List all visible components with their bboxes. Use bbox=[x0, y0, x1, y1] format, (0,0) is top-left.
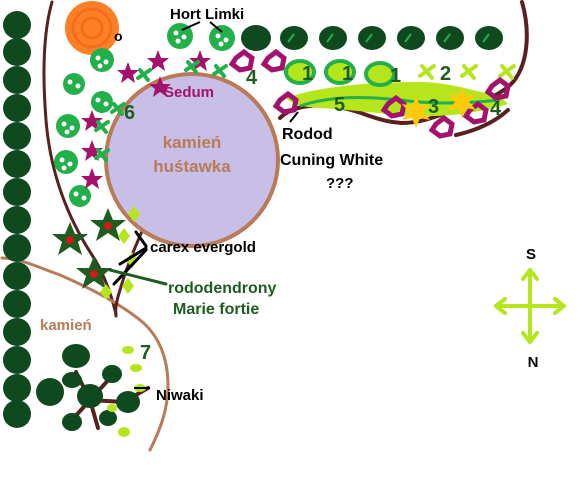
partial-label-o: o bbox=[114, 28, 123, 44]
sedum-label: Sedum bbox=[164, 84, 214, 101]
carex-label: carex evergold bbox=[150, 239, 256, 256]
compass-arrows bbox=[494, 268, 566, 344]
rododendrony-pointer-line bbox=[108, 268, 168, 286]
carex-pointer-lines bbox=[112, 230, 148, 286]
dark-shrub-highlights bbox=[287, 33, 490, 43]
plant-number-3: 3 bbox=[428, 96, 439, 118]
lime-x-marks bbox=[418, 64, 516, 80]
sedum-plants bbox=[81, 50, 211, 189]
niwaki-label: Niwaki bbox=[156, 387, 204, 404]
compass-north-label: N bbox=[528, 354, 539, 371]
stone-label-line1: kamień bbox=[163, 133, 222, 152]
question-label: ??? bbox=[326, 175, 354, 192]
plant-number-4-top: 4 bbox=[246, 67, 258, 89]
rodod-label: Rodod bbox=[282, 126, 333, 143]
plant-number-2: 2 bbox=[440, 63, 451, 85]
orange-plant-ring bbox=[80, 16, 104, 40]
hort-limki-pointer-lines bbox=[181, 21, 223, 33]
shrub-ring-row bbox=[284, 59, 396, 87]
inner-right-boundary-line bbox=[454, 108, 510, 137]
plant-number-1-a: 1 bbox=[302, 63, 313, 85]
right-boundary-line bbox=[278, 0, 529, 126]
plant-number-5: 5 bbox=[334, 94, 345, 116]
hort-limki-label: Hort Limki bbox=[170, 6, 244, 23]
cuning-white-label: Cuning White bbox=[280, 152, 383, 169]
hydrangea-shrubs bbox=[54, 23, 235, 207]
golden-star-plants bbox=[402, 86, 476, 128]
plant-number-7: 7 bbox=[140, 342, 151, 364]
hedge-column bbox=[3, 11, 64, 428]
rhododendron-rings bbox=[228, 48, 511, 139]
marie-fortie-label: Marie fortie bbox=[173, 301, 259, 318]
rododendron-stars bbox=[52, 208, 126, 289]
grass-x-marks bbox=[94, 60, 228, 162]
plant-number-1-b: 1 bbox=[342, 63, 353, 85]
plant-number-4-right: 4 bbox=[490, 98, 502, 120]
stone-edge-line bbox=[0, 256, 170, 452]
rodod-pointer bbox=[289, 111, 299, 123]
compass-south-label: S bbox=[526, 246, 536, 263]
niwaki-trees bbox=[62, 344, 150, 437]
rododendrony-label: rododendrony bbox=[168, 280, 277, 297]
dark-shrub-row bbox=[241, 25, 503, 51]
plant-number-1-c: 1 bbox=[390, 65, 401, 87]
stone-label-line2: huśtawka bbox=[153, 157, 231, 176]
orange-plant-ring bbox=[71, 7, 113, 49]
plant-number-6: 6 bbox=[124, 102, 135, 124]
kamien-edge-label: kamień bbox=[40, 317, 92, 334]
